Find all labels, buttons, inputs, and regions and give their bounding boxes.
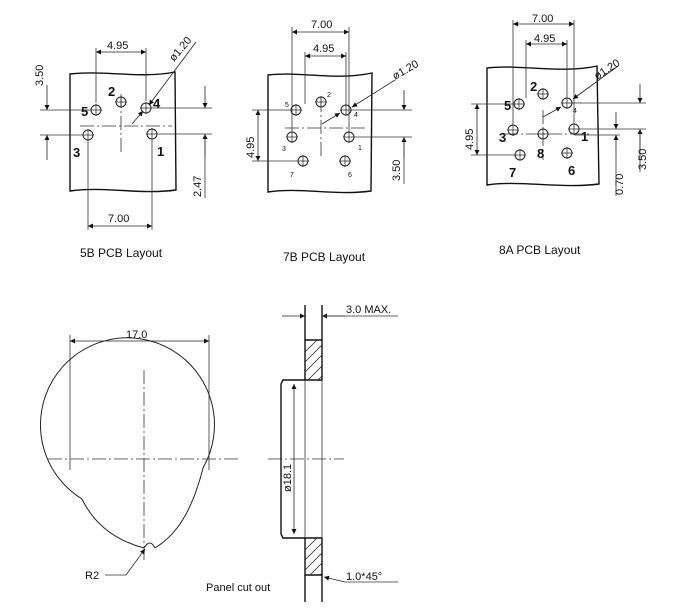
pin-label-3: 3 xyxy=(73,145,80,160)
pin-hole-1 xyxy=(146,128,158,140)
pin-label-2: 2 xyxy=(530,79,537,94)
pin-hole-1 xyxy=(343,131,355,143)
dimension-0-70: 0.70 xyxy=(614,174,626,195)
pcb-outline xyxy=(69,71,177,193)
dimension-7-00: 7.00 xyxy=(532,13,553,25)
section-hatching xyxy=(304,339,323,576)
pin-holes xyxy=(507,88,580,161)
pin-label-1: 1 xyxy=(581,129,588,144)
caption-8a: 8A PCB Layout xyxy=(499,243,581,257)
panel-caption: Panel cut out xyxy=(206,582,270,594)
dimension-7-00: 7.00 xyxy=(311,19,332,31)
dimension-4-95: 4.95 xyxy=(107,40,128,52)
dimension-hole-diameter: ø18.1 xyxy=(282,464,294,492)
pin-label-8: 8 xyxy=(537,146,544,161)
pin-hole-6 xyxy=(339,155,351,167)
pin-label-3: 3 xyxy=(499,130,506,145)
dimension-radius: R2 xyxy=(85,570,99,582)
dimension-3-50: 3.50 xyxy=(34,65,46,86)
dimension-left-4-95: 4.95 xyxy=(464,129,476,150)
dimension-thickness: 3.0 MAX. xyxy=(346,304,391,316)
pin-hole-6 xyxy=(561,147,573,159)
pin-hole-3 xyxy=(82,129,94,141)
dimension-4-95: 4.95 xyxy=(534,33,555,45)
pin-hole-7 xyxy=(514,149,526,161)
pin-hole-7 xyxy=(297,155,309,167)
dimension-left-4-95: 4.95 xyxy=(245,137,257,158)
pin-label-5: 5 xyxy=(285,102,289,109)
dimension-7-00: 7.00 xyxy=(108,213,129,225)
caption-5b: 5B PCB Layout xyxy=(80,246,163,260)
pin-label-4: 4 xyxy=(573,108,577,115)
caption-7b: 7B PCB Layout xyxy=(283,250,366,264)
layout-8a: 2 5 4 3 8 1 7 6 7.00 4.95 ø1.20 4.95 3.5… xyxy=(464,13,649,257)
pin-hole-4 xyxy=(140,102,152,114)
panel-cutout-front: 17.0 R2 Panel cut out xyxy=(40,329,270,594)
pin-label-7: 7 xyxy=(509,165,516,180)
pin-hole-2 xyxy=(115,96,127,108)
pin-hole-1 xyxy=(568,123,580,135)
pin-hole-8 xyxy=(537,128,549,140)
pin-hole-2 xyxy=(315,96,327,108)
pin-hole-4 xyxy=(561,97,573,109)
dimension-hole-diameter: ø1.20 xyxy=(391,58,421,82)
panel-section-side: 3.0 MAX. ø18.1 1.0*45° xyxy=(268,304,398,602)
pin-holes xyxy=(82,96,158,141)
pin-label-2: 2 xyxy=(108,84,115,99)
pin-hole-5 xyxy=(90,104,102,116)
pcb-outline xyxy=(486,65,600,187)
cutout-outline xyxy=(40,337,215,549)
dimension-2-47: 2.47 xyxy=(192,176,204,197)
dimension-hole-diameter: ø1.20 xyxy=(592,57,622,82)
pin-label-6: 6 xyxy=(348,172,352,179)
pin-holes xyxy=(286,96,355,167)
dimension-chamfer: 1.0*45° xyxy=(346,571,382,583)
dimension-3-50: 3.50 xyxy=(637,149,649,170)
pin-hole-3 xyxy=(507,124,519,136)
dimension-3-50: 3.50 xyxy=(391,160,403,181)
pin-label-4: 4 xyxy=(153,96,161,111)
pin-label-4: 4 xyxy=(354,112,358,119)
pin-label-3: 3 xyxy=(282,146,286,153)
dimension-4-95: 4.95 xyxy=(313,43,334,55)
pin-hole-5 xyxy=(513,98,525,110)
pin-label-5: 5 xyxy=(504,98,511,113)
pin-label-7: 7 xyxy=(290,172,294,179)
pin-label-1: 1 xyxy=(358,145,362,152)
pin-label-5: 5 xyxy=(81,104,88,119)
pin-label-6: 6 xyxy=(568,163,575,178)
pin-hole-4 xyxy=(340,104,352,116)
pcb-outline xyxy=(267,72,373,194)
pin-hole-3 xyxy=(286,131,298,143)
pin-label-1: 1 xyxy=(157,144,164,159)
layout-5b: 2 5 4 3 1 4.95 ø1.20 3.50 2.47 7.00 5B P… xyxy=(34,35,212,260)
dimension-panel-width: 17.0 xyxy=(126,329,147,341)
pin-label-2: 2 xyxy=(327,92,331,99)
pin-hole-2 xyxy=(537,88,549,100)
layout-7b: 2 5 4 3 1 7 6 7.00 4.95 ø1.20 4.95 3.50 … xyxy=(245,19,421,264)
